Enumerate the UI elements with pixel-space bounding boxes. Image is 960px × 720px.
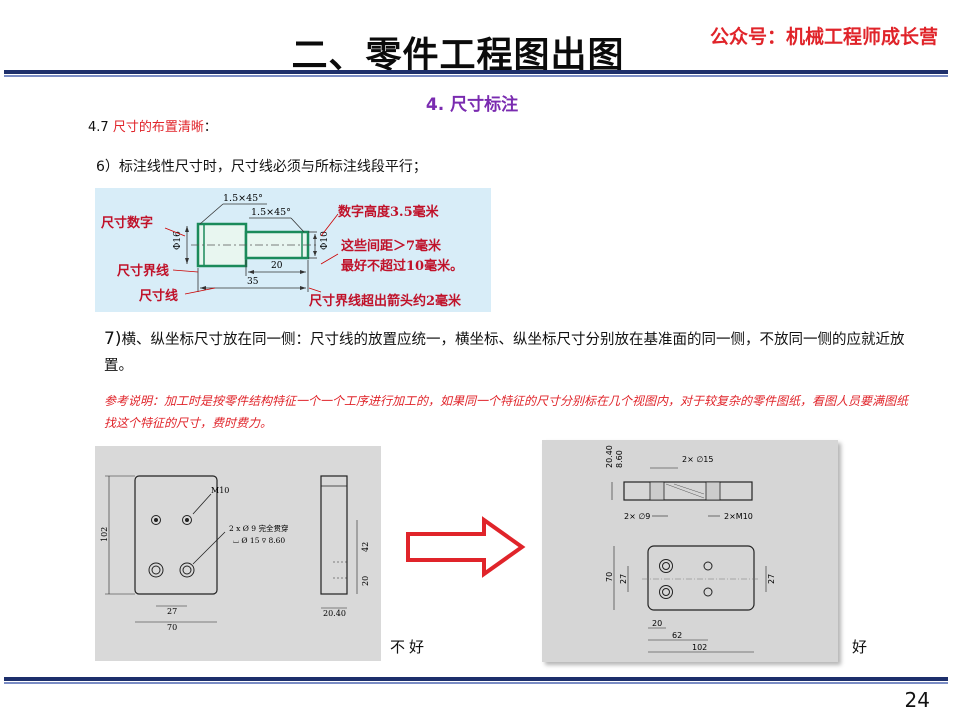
label-good: 好 <box>852 638 868 656</box>
good-example-drawing: 20.40 8.60 2× ∅15 2× ∅9 2×M10 70 27 27 2… <box>542 440 838 662</box>
bad-dim-27: 27 <box>167 607 177 616</box>
label-dimension-line: 尺寸线 <box>139 288 178 304</box>
page-number: 24 <box>904 688 930 712</box>
bad-m10-label: M10 <box>211 486 229 495</box>
good-dia9: 2× ∅9 <box>624 512 650 521</box>
dim-text-35: 35 <box>247 277 259 287</box>
dia-text-10: Φ10 <box>320 231 330 250</box>
chamfer-label-1: 1.5×45° <box>223 193 263 204</box>
good-dim-2040: 20.40 <box>605 445 614 468</box>
good-dim-62: 62 <box>672 631 682 640</box>
bad-dim-42: 42 <box>361 542 370 552</box>
label-dim-number: 尺寸数字 <box>101 215 153 231</box>
good-dia15: 2× ∅15 <box>682 455 713 464</box>
shaft-drawing: 1.5×45° 1.5×45° 20 35 Φ16 Φ10 尺寸数字 尺寸界线 … <box>101 193 463 309</box>
good-dim-27b: 27 <box>767 574 776 584</box>
good-dim-20: 20 <box>652 619 662 628</box>
brand-label: 公众号：机械工程师成长营 <box>709 26 938 48</box>
note-gap-1: 这些间距＞7毫米 <box>341 238 442 254</box>
good-m10: 2×M10 <box>724 512 753 521</box>
subheading-suffix: ： <box>203 120 217 135</box>
bad-dim-70: 70 <box>167 623 177 632</box>
dim-text-20: 20 <box>271 261 283 271</box>
footer-divider <box>4 677 948 681</box>
note-extension: 尺寸界线超出箭头约2毫米 <box>309 293 462 309</box>
part-front-view <box>134 475 218 595</box>
page-title: 二、零件工程图出图 <box>291 35 625 76</box>
dia-text-16: Φ16 <box>173 231 183 250</box>
shaft-dimension-figure: 1.5×45° 1.5×45° 20 35 Φ16 Φ10 尺寸数字 尺寸界线 … <box>95 188 491 312</box>
subheading-highlight: 尺寸的布置清晰 <box>112 120 204 135</box>
good-front-view <box>647 545 755 611</box>
rule-6-text: 6）标注线性尺寸时，尺寸线必须与所标注线段平行； <box>96 159 427 175</box>
good-dim-27a: 27 <box>619 574 628 584</box>
bad-hole-note-2: ⌴ Ø 15 ⊽ 8.60 <box>233 536 285 545</box>
label-bad: 不好 <box>390 638 429 656</box>
shaft-large-section <box>196 222 248 268</box>
note-gap-2: 最好不超过10毫米。 <box>341 258 463 274</box>
bad-hole-note-1: 2 x Ø 9 完全贯穿 <box>229 523 288 533</box>
header-divider-thin <box>4 75 948 77</box>
good-dim-70: 70 <box>605 572 614 582</box>
bad-example-svg: M10 2 x Ø 9 完全贯穿 ⌴ Ø 15 ⊽ 8.60 102 27 70… <box>100 475 370 632</box>
header-divider <box>4 70 948 74</box>
rule-7-body: 横、纵坐标尺寸放在同一侧：尺寸线的放置应统一，横坐标、纵坐标尺寸分别放在基准面的… <box>104 332 905 374</box>
good-example-svg: 20.40 8.60 2× ∅15 2× ∅9 2×M10 70 27 27 2… <box>605 445 776 653</box>
subheading: 4.7 尺寸的布置清晰： <box>88 116 217 135</box>
section-heading: 4. 尺寸标注 <box>425 95 519 115</box>
note-digit-height: 数字高度3.5毫米 <box>338 204 440 220</box>
bad-dim-2040: 20.40 <box>323 609 346 618</box>
arrow-icon <box>404 516 528 582</box>
rule-7-text: 7)横、纵坐标尺寸放在同一侧：尺寸线的放置应统一，横坐标、纵坐标尺寸分别放在基准… <box>104 326 914 379</box>
part-side-view <box>320 475 348 595</box>
bad-dim-102: 102 <box>100 527 109 542</box>
footer-divider-thin <box>4 682 948 684</box>
bad-example-drawing: M10 2 x Ø 9 完全贯穿 ⌴ Ø 15 ⊽ 8.60 102 27 70… <box>95 446 381 661</box>
chamfer-label-2: 1.5×45° <box>251 207 291 218</box>
good-top-view <box>623 481 753 501</box>
bad-dim-20: 20 <box>361 576 370 586</box>
label-extension-line: 尺寸界线 <box>117 263 169 279</box>
reference-note: 参考说明：加工时是按零件结构特征一个一个工序进行加工的，如果同一个特征的尺寸分别… <box>104 394 909 430</box>
subheading-prefix: 4.7 <box>88 120 113 135</box>
good-dim-860: 8.60 <box>615 450 624 468</box>
rule-7-number: 7) <box>104 329 122 349</box>
good-dim-102: 102 <box>692 643 707 652</box>
